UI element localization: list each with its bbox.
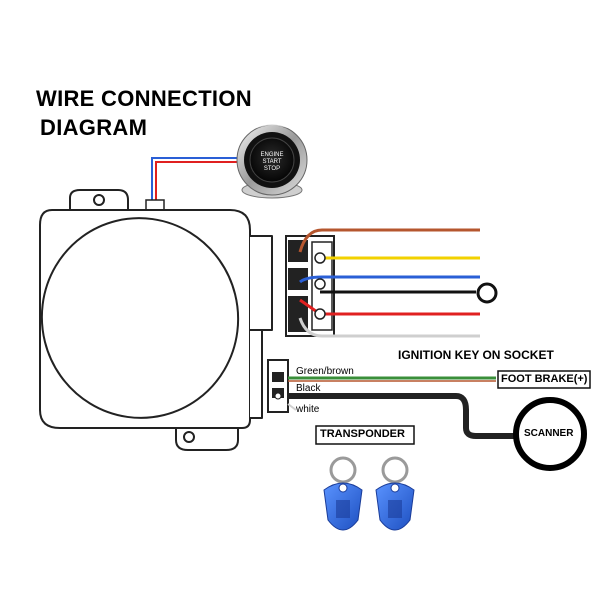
title-line-1: WIRE CONNECTION xyxy=(36,86,252,111)
scanner-label: SCANNER xyxy=(524,428,574,439)
foot-brake-box xyxy=(497,370,591,389)
lower-wires xyxy=(287,376,518,439)
wire-label-white: white xyxy=(296,404,320,415)
control-box xyxy=(39,189,273,451)
main-harness-connector xyxy=(285,235,335,337)
transponder-box xyxy=(315,425,415,445)
connector-pins xyxy=(314,252,326,320)
wire-label-black: Black xyxy=(296,383,321,394)
wire-label-green-brown: Green/brown xyxy=(296,366,354,377)
foot-brake-label: FOOT BRAKE(+) xyxy=(501,373,588,385)
engine-start-button-icon: ENGINE START STOP xyxy=(236,123,308,199)
transponder-label: TRANSPONDER xyxy=(320,428,405,440)
button-cable xyxy=(145,157,240,211)
button-text-start: START xyxy=(262,159,281,165)
button-text-engine: ENGINE xyxy=(260,152,283,158)
scanner-ring-icon xyxy=(513,397,587,471)
button-text-stop: STOP xyxy=(264,166,280,172)
title-line-2: DIAGRAM xyxy=(40,115,148,140)
transponder-connector xyxy=(267,359,289,413)
ignition-label: IGNITION KEY ON SOCKET xyxy=(398,348,554,362)
keyfob-icon xyxy=(375,456,415,531)
keyfob-icon xyxy=(323,456,363,531)
